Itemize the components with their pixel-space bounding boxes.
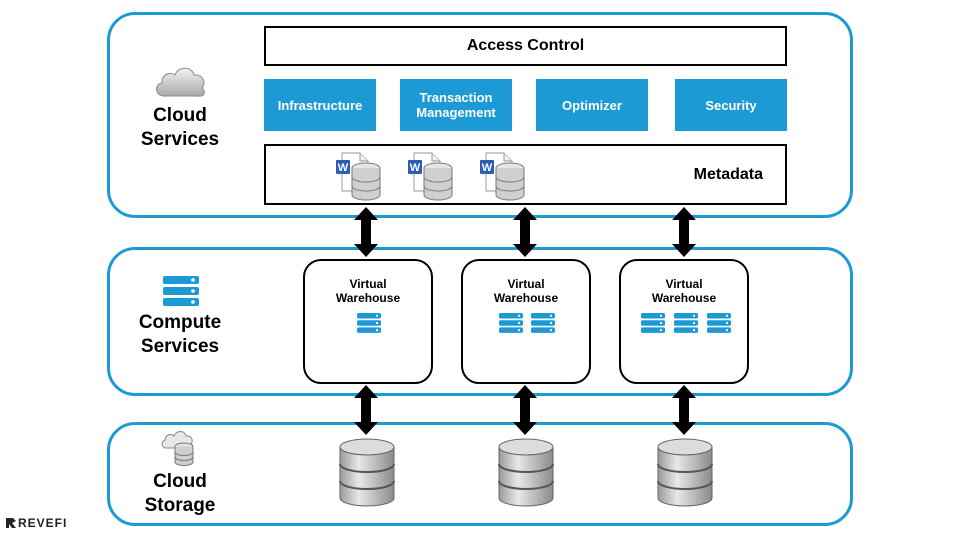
word-doc-database-icon: W [480,152,525,201]
server-icon [674,313,698,333]
server-icon [357,313,381,333]
double-arrow-icon [513,385,537,435]
server-icon [531,313,555,333]
server-icon [641,313,665,333]
metadata-label: Metadata [693,165,763,183]
svg-text:W: W [482,162,493,174]
database-icon [657,438,713,507]
cloud-database-icon [161,431,194,466]
double-arrow-icon [672,385,696,435]
server-stack-icon [163,276,199,306]
optimizer-module: Optimizer [536,79,648,131]
access-control-label: Access Control [466,37,585,54]
security-module: Security [675,79,787,131]
access-control-box: Access Control [264,26,787,66]
double-arrow-icon [672,207,696,257]
cloud-storage-layer [107,422,853,526]
virtual-warehouse-3: Virtual Warehouse [619,259,749,384]
word-doc-database-icon: W [408,152,453,201]
virtual-warehouse-label: Virtual Warehouse [651,277,717,305]
double-arrow-icon [354,385,378,435]
cloud-icon [156,67,205,97]
server-icon [499,313,523,333]
transaction-management-module: Transaction Management [400,79,512,131]
revefi-logo-icon [6,518,16,528]
svg-text:W: W [410,162,421,174]
virtual-warehouse-label: Virtual Warehouse [335,277,401,305]
svg-text:W: W [338,162,349,174]
revefi-logo-text: REVEFI [18,516,68,530]
infrastructure-module: Infrastructure [264,79,376,131]
database-icon [339,438,395,507]
virtual-warehouse-2: Virtual Warehouse [461,259,591,384]
compute-services-label: Compute Services [138,312,222,357]
cloud-services-label: Cloud Services [140,105,220,150]
double-arrow-icon [513,207,537,257]
double-arrow-icon [354,207,378,257]
virtual-warehouse-label: Virtual Warehouse [493,277,559,305]
virtual-warehouse-1: Virtual Warehouse [303,259,433,384]
word-doc-database-icon: W [336,152,381,201]
server-icon [707,313,731,333]
database-icon [498,438,554,507]
cloud-storage-label: Cloud Storage [144,471,216,516]
